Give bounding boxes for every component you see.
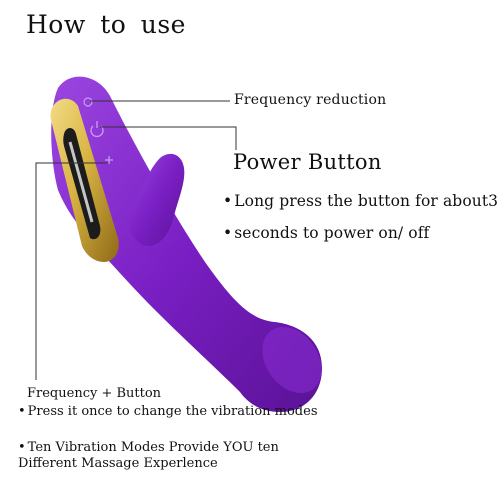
leader-frequency-plus [35, 162, 108, 380]
frequency-plus-desc-line-2: •Ten Vibration Modes Provide YOU ten Dif… [18, 440, 279, 471]
bullet: • [18, 404, 26, 419]
power-button-desc-line-1: •Long press the button for about3 [223, 192, 499, 210]
device-arm [129, 153, 185, 246]
power-button-desc-line-2: •seconds to power on/ off [223, 224, 430, 242]
power-button-title: Power Button [233, 150, 382, 174]
plus-button-icon [105, 156, 113, 164]
leader-power-button [100, 126, 237, 150]
frequency-reduction-label: Frequency reduction [234, 92, 387, 108]
bullet: • [18, 440, 26, 455]
power-button-icon [90, 121, 104, 138]
device-shaft [51, 76, 322, 412]
page-title: How to use [26, 10, 186, 39]
frequency-plus-desc-line-1: •Press it once to change the vibration m… [18, 404, 318, 419]
leader-lines [35, 100, 237, 380]
minus-button-icon [83, 97, 93, 107]
bullet: • [223, 224, 233, 242]
bullet: • [223, 192, 233, 210]
frequency-plus-title: Frequency + Button [27, 386, 162, 401]
